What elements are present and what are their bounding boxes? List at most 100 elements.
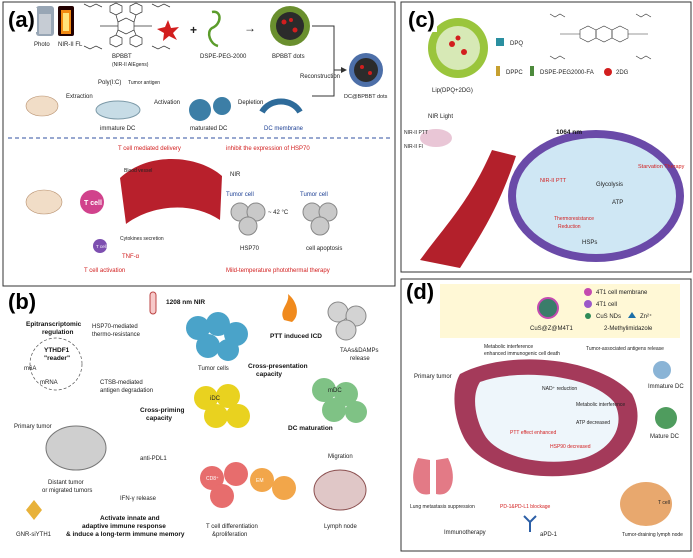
mdc-label: mDC — [328, 388, 342, 394]
tumor-antigen-label: Tumor antigen — [128, 80, 160, 86]
epi-title-2: regulation — [42, 329, 73, 336]
t-cell-delivery-label: T cell mediated delivery — [118, 146, 181, 152]
dpq-structure — [549, 13, 652, 60]
glycolysis-label: Glycolysis — [596, 182, 623, 188]
reduction-label: Reduction — [558, 224, 581, 230]
dpq-icon — [496, 38, 504, 46]
mouse-b-icon — [45, 425, 107, 471]
mature-dc-icon — [655, 407, 677, 429]
two-dg-label: 2DG — [616, 70, 629, 76]
ptt-d-label: PTT effect enhanced — [510, 430, 556, 436]
t-diff-label-2: &proliferation — [212, 532, 247, 538]
mdc-cluster — [312, 378, 367, 423]
bpbbt-dots-label: BPBBT dots — [272, 54, 305, 60]
ifn-label: IFN-γ release — [120, 496, 157, 502]
dspe-peg-icon — [207, 10, 221, 48]
mild-ptt-label: Mild-temperature photothermal therapy — [226, 268, 330, 274]
aiegens-label: (NIR-II AIEgens) — [112, 62, 149, 68]
t-cell-cluster — [200, 462, 296, 508]
inhibit-hsp70-label: inhibit the expression of HSP70 — [226, 146, 310, 152]
hsp-label: HSPs — [582, 240, 597, 246]
aiegen-aggregate-icon — [157, 20, 179, 41]
tcell-d-label: T cell — [658, 500, 670, 506]
product-icon — [537, 297, 559, 319]
membrane-icon — [584, 288, 592, 296]
cell-label: 4T1 cell — [596, 302, 617, 308]
panel-d: (d) 4T1 cell membrane 4T1 cell CuS NDs Z… — [400, 278, 693, 553]
apd1-icon — [523, 515, 537, 532]
methylimidazole-label: 2-Methylimidazole — [604, 326, 653, 332]
atp-d-label: ATP decreased — [576, 420, 610, 426]
maturated-dc-icon — [189, 99, 211, 121]
distant-tumor-label: Distant tumor — [48, 480, 84, 486]
lung-icon — [413, 458, 453, 495]
flame-icon — [282, 294, 297, 322]
mouse-icon — [25, 95, 59, 117]
bpbbt-molecule — [83, 2, 171, 50]
panel-label-c: (c) — [406, 7, 437, 32]
distant-tumor-label-2: or migrated tumors — [42, 488, 92, 494]
idc-cluster — [194, 384, 250, 428]
activation-label: Activation — [154, 100, 180, 106]
ctsb-label-2: antigen degradation — [100, 388, 153, 394]
dspe-fa-label: DSPE-PEG2000-FA — [540, 70, 594, 76]
lung-label: Lung metastasis suppression — [410, 504, 475, 510]
nir-light-label: NIR Light — [428, 114, 453, 120]
panel-label-b: (b) — [6, 289, 39, 314]
apd1-label: aPD-1 — [540, 532, 558, 538]
reader-label: "reader" — [44, 355, 70, 362]
cus-label: CuS NDs — [596, 314, 621, 320]
petri-dish-icon — [95, 100, 141, 120]
panel-label-a: (a) — [6, 7, 37, 32]
svg-text:+: + — [190, 23, 197, 37]
mature-dc-label: Mature DC — [650, 434, 680, 440]
immature-dc-label: immature DC — [100, 126, 136, 132]
svg-text:→: → — [244, 21, 256, 35]
depletion-label: Depletion — [238, 100, 263, 106]
lymph-label: Lymph node — [324, 524, 357, 530]
panel-label-d: (d) — [404, 279, 437, 304]
panel-b: (b) Epitranscriptomic regulation YTHDF1 … — [0, 290, 398, 553]
tumor-cell-label-2: Tumor cell — [300, 192, 328, 198]
ythdf1-label: YTHDF1 — [44, 347, 70, 354]
lymph-node-icon — [313, 469, 367, 511]
mouse-c-icon — [420, 129, 452, 147]
immature-dc-d-label: Immature DC — [648, 384, 684, 390]
nir-fi-label: NIR-II FI — [404, 144, 423, 150]
taas-label-2: release — [350, 356, 370, 362]
draining-node-icon — [620, 482, 672, 526]
panel-c-schematic: Lip(DPQ+2DG) DPQ DPPC DSPE-PEG2000-FA 2D… — [400, 1, 692, 273]
hsp70-resist-label: HSP70-mediated — [92, 324, 138, 330]
b-nir-label: 1208 nm NIR — [166, 299, 205, 306]
ythdf1-cycle — [29, 337, 83, 391]
t-cell-activation-label: T cell activation — [84, 268, 125, 274]
vessel-c-icon — [420, 150, 516, 268]
photo-label: Photo — [34, 42, 50, 48]
dc-membrane-label: DC membrane — [264, 126, 304, 132]
immature-dc-icon — [653, 361, 671, 379]
activate-label-2: adaptive immune response — [82, 523, 166, 530]
two-dg-icon — [604, 68, 612, 76]
atp-c-label: ATP — [612, 200, 623, 206]
dc-dots-label: DC@BPBBT dots — [344, 94, 388, 100]
dppc-icon — [496, 66, 500, 76]
gnr-icon — [26, 500, 42, 520]
temp-label: ~ 42 °C — [268, 210, 289, 216]
cross-presentation-label: Cross-presentation — [248, 363, 308, 370]
nir-ptt-label: NIR-II PTT — [404, 130, 428, 136]
wavelength-label: 1064 nm — [556, 129, 582, 136]
blood-vessel-icon — [120, 158, 222, 224]
ptt-icd-label: PTT induced ICD — [270, 333, 322, 340]
tumor-cells-label: Tumor cells — [198, 366, 229, 372]
cross-presentation-label-2: capacity — [256, 371, 282, 378]
activate-label: Activate innate and — [100, 515, 160, 522]
draining-label: Tumor-draining lymph node — [622, 532, 683, 538]
maturated-dc-label: maturated DC — [190, 126, 228, 132]
ctsb-label: CTSB-mediated — [100, 380, 143, 386]
dc-maturation-label: DC maturation — [288, 425, 333, 432]
nad-label: NAD⁺ reduction — [542, 386, 577, 392]
t-cell-label: T cell — [84, 200, 102, 207]
taas-label: TAAs&DAMPs — [340, 348, 379, 354]
panel-c: (c) Lip(DPQ+2DG) DPQ DPPC DSPE-PEG2000-F… — [400, 0, 693, 275]
nir-ptt-c-label: NIR-II PTT — [540, 178, 567, 184]
